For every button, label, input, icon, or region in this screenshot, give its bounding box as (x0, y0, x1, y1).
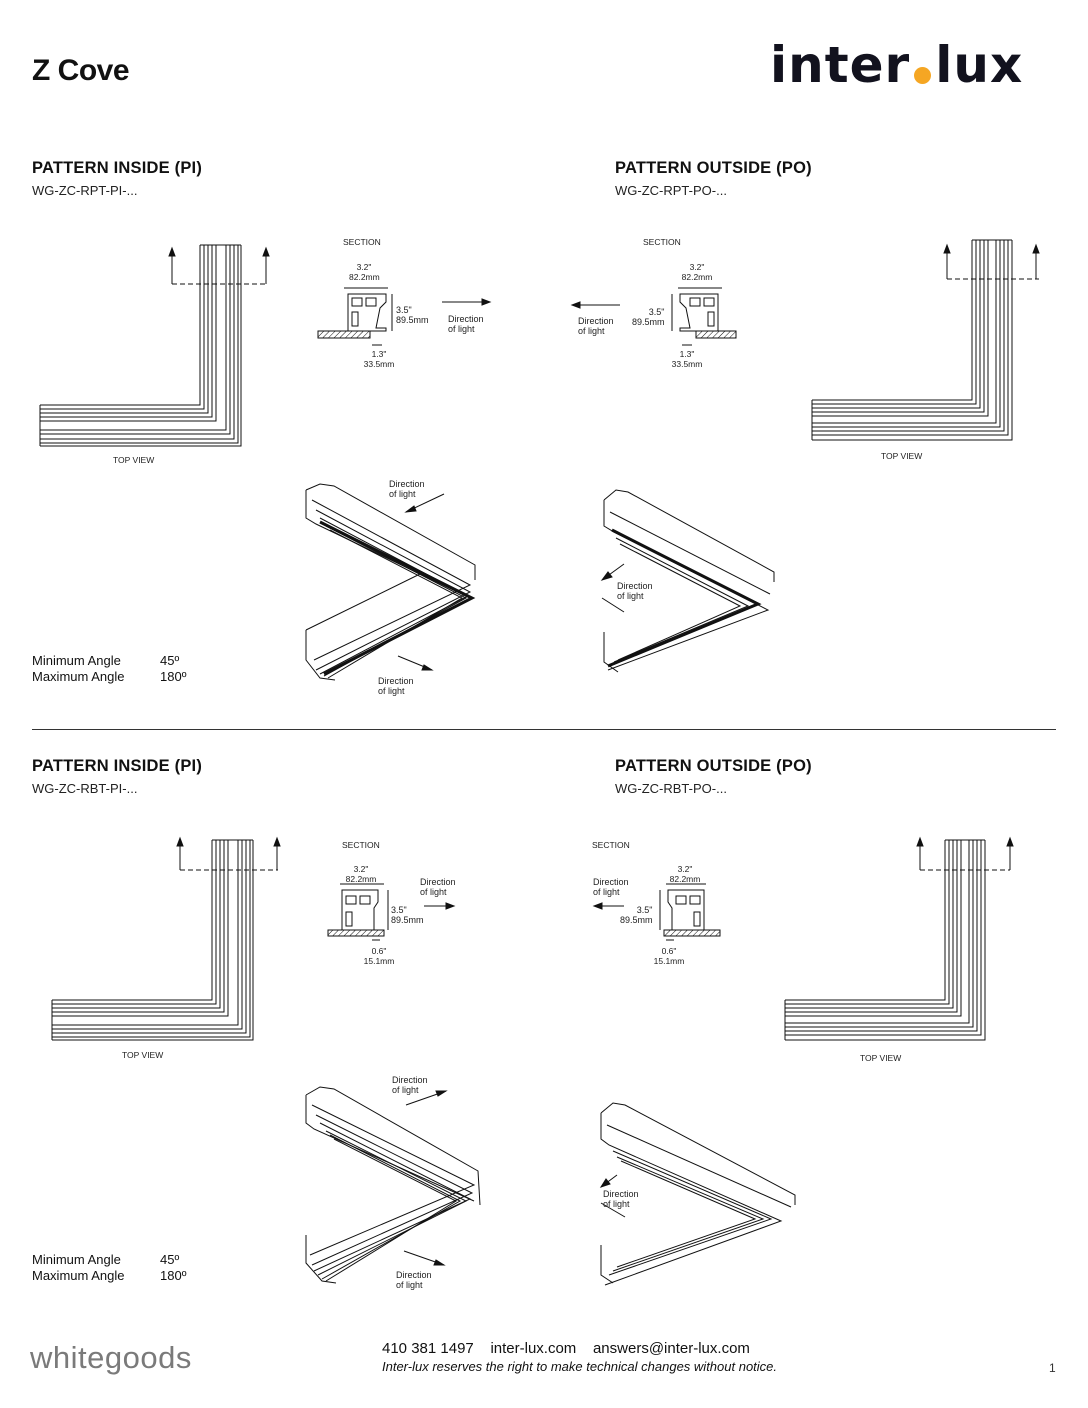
logo-dot (914, 67, 932, 85)
top-view-label: TOP VIEW (860, 1053, 902, 1063)
section-label: SECTION (342, 840, 380, 850)
dim-height: 3.5"89.5mm (620, 905, 653, 925)
logo-left: inter (770, 36, 911, 94)
disclaimer: Inter-lux reserves the right to make tec… (382, 1359, 778, 1374)
dim-width: 3.2"82.2mm (681, 262, 713, 282)
section-drawing (592, 883, 721, 941)
page-title: Z Cove (32, 54, 130, 87)
dim-base: 1.3"33.5mm (363, 349, 395, 369)
page-number: 1 (1049, 1361, 1056, 1375)
section-divider (32, 729, 1056, 730)
isometric-drawing (305, 1086, 481, 1284)
logo-right: lux (935, 36, 1024, 94)
section-heading: PATTERN OUTSIDE (PO) (615, 159, 812, 177)
section-drawing (327, 883, 456, 941)
section-heading: PATTERN INSIDE (PI) (32, 757, 203, 775)
dim-width: 3.2"82.2mm (345, 864, 377, 884)
top-view-drawing (51, 836, 281, 1041)
website-link[interactable]: inter-lux.com (490, 1340, 577, 1357)
top-view-label: TOP VIEW (122, 1050, 164, 1060)
contact-line: 410 381 1497 inter-lux.com answers@inter… (382, 1340, 750, 1357)
top-view-drawing (784, 836, 1014, 1041)
section-drawing (570, 287, 737, 346)
whitegoods-logo: whitegoods (30, 1340, 192, 1375)
isometric-drawing (599, 1102, 796, 1286)
dim-width: 3.2"82.2mm (669, 864, 701, 884)
section-code: WG-ZC-RBT-PO-... (615, 781, 727, 796)
section-heading: PATTERN INSIDE (PI) (32, 159, 203, 177)
phone: 410 381 1497 (382, 1340, 474, 1357)
interlux-logo: inter lux (770, 36, 1050, 106)
section-label: SECTION (643, 237, 681, 247)
email-link[interactable]: answers@inter-lux.com (592, 1340, 750, 1357)
section-drawing (317, 287, 492, 346)
dim-height: 3.5"89.5mm (396, 305, 429, 325)
section-label: SECTION (343, 237, 381, 247)
section-code: WG-ZC-RPT-PO-... (615, 183, 727, 198)
section-code: WG-ZC-RBT-PI-... (32, 781, 138, 796)
section-label: SECTION (592, 840, 630, 850)
top-view-drawing (811, 239, 1040, 441)
dim-height: 3.5"89.5mm (632, 307, 665, 327)
top-view-label: TOP VIEW (113, 455, 155, 465)
isometric-drawing (600, 489, 775, 673)
dim-base: 0.6"15.1mm (363, 946, 395, 966)
dim-height: 3.5"89.5mm (391, 905, 424, 925)
section-heading: PATTERN OUTSIDE (PO) (615, 757, 812, 775)
dim-base: 0.6"15.1mm (653, 946, 685, 966)
dim-width: 3.2"82.2mm (349, 262, 380, 282)
section-code: WG-ZC-RPT-PI-... (32, 183, 138, 198)
isometric-drawing (305, 483, 476, 681)
top-view-drawing (39, 244, 270, 447)
top-view-label: TOP VIEW (881, 451, 923, 461)
dim-base: 1.3"33.5mm (671, 349, 703, 369)
